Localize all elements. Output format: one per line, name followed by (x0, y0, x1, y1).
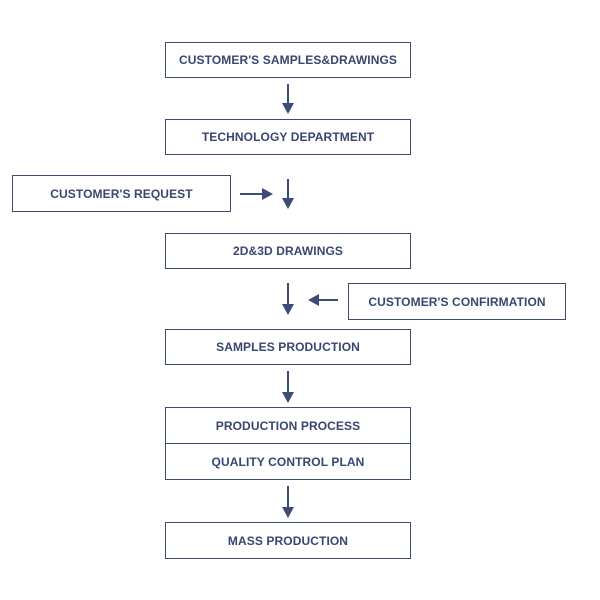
customer-confirmation-box: CUSTOMER'S CONFIRMATION (348, 283, 566, 320)
arrowhead-left-confirmation (308, 294, 319, 306)
arrowhead-right-request (262, 188, 273, 200)
quality-control-plan-label: QUALITY CONTROL PLAN (211, 454, 365, 469)
samples-production-box: SAMPLES PRODUCTION (165, 329, 411, 365)
customer-samples-drawings-label: CUSTOMER'S SAMPLES&DRAWINGS (178, 53, 397, 67)
arrowhead-down-2 (282, 198, 294, 209)
mass-production-label: MASS PRODUCTION (227, 533, 349, 548)
production-quality-box: PRODUCTION PROCESS QUALITY CONTROL PLAN (165, 407, 411, 480)
customer-confirmation-label: CUSTOMER'S CONFIRMATION (368, 294, 546, 309)
technology-department-label: TECHNOLOGY DEPARTMENT (201, 130, 375, 144)
production-process-cell: PRODUCTION PROCESS (166, 408, 410, 443)
customer-samples-drawings-box: CUSTOMER'S SAMPLES&DRAWINGS (165, 42, 411, 78)
drawings-2d3d-label: 2D&3D DRAWINGS (232, 244, 344, 258)
arrowhead-down-1 (282, 103, 294, 114)
customer-request-label: CUSTOMER'S REQUEST (50, 186, 193, 201)
samples-production-label: SAMPLES PRODUCTION (216, 340, 360, 354)
mass-production-box: MASS PRODUCTION (165, 522, 411, 559)
production-process-label: PRODUCTION PROCESS (215, 418, 361, 433)
arrowhead-down-5 (282, 507, 294, 518)
customer-request-box: CUSTOMER'S REQUEST (12, 175, 231, 212)
arrowhead-down-4 (282, 392, 294, 403)
drawings-2d3d-box: 2D&3D DRAWINGS (165, 233, 411, 269)
arrowhead-down-3 (282, 304, 294, 315)
quality-control-plan-cell: QUALITY CONTROL PLAN (166, 443, 410, 479)
technology-department-box: TECHNOLOGY DEPARTMENT (165, 119, 411, 155)
